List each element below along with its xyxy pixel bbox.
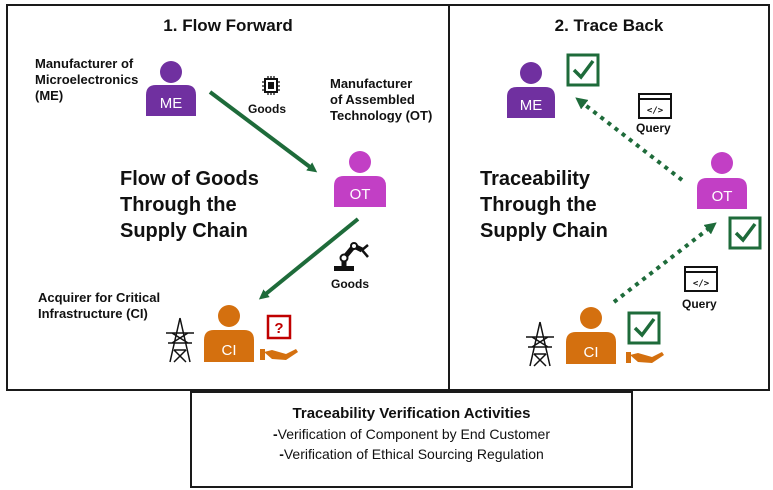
arrow-query-ot-to-me xyxy=(575,97,684,182)
goods-label-1: Goods xyxy=(248,102,286,116)
trace-heading-line2: Through the xyxy=(480,194,597,216)
code-window-icon: </> xyxy=(638,93,672,119)
ot-desc-line1: Manufacturer xyxy=(330,76,413,91)
check-box-icon-ot xyxy=(728,216,762,250)
ci-badge-text-trace: CI xyxy=(584,344,599,361)
hand-icon xyxy=(260,349,298,360)
ot-desc-line2: of Assembled xyxy=(330,92,415,107)
ot-person-icon: OT xyxy=(334,151,386,207)
activity-item-text: Verification of Ethical Sourcing Regulat… xyxy=(283,446,544,462)
me-desc-line3: (ME) xyxy=(35,88,64,103)
flow-heading-line3: Supply Chain xyxy=(120,220,248,242)
activities-title: Traceability Verification Activities xyxy=(292,405,531,422)
power-tower-icon xyxy=(166,317,194,363)
activity-item: -Verification of Ethical Sourcing Regula… xyxy=(279,446,544,462)
ci-desc-line1: Acquirer for Critical xyxy=(38,290,161,305)
trace-back-title: 2. Trace Back xyxy=(554,16,664,35)
me-person-icon-trace: ME xyxy=(507,62,555,118)
ot-description: Manufacturer of Assembled Technology (OT… xyxy=(330,76,432,124)
trace-heading-line1: Traceability xyxy=(480,168,591,190)
question-box-icon: ? xyxy=(266,314,292,340)
me-desc-line1: Manufacturer of xyxy=(35,56,134,71)
trace-heading: Traceability Through the Supply Chain xyxy=(480,166,608,244)
verification-activities-box: Traceability Verification Activities -Ve… xyxy=(190,391,633,488)
trace-back-panel: 2. Trace Back xyxy=(448,4,770,391)
flow-forward-title: 1. Flow Forward xyxy=(163,16,293,35)
svg-text:</>: </> xyxy=(693,279,710,289)
query-label-2: Query xyxy=(682,297,717,311)
activity-item: -Verification of Component by End Custom… xyxy=(272,426,551,442)
svg-text:</>: </> xyxy=(647,106,664,116)
ci-desc-line2: Infrastructure (CI) xyxy=(38,306,148,321)
me-badge-text: ME xyxy=(160,95,183,112)
microchip-icon xyxy=(262,76,280,95)
code-window-icon-2: </> xyxy=(684,266,718,292)
ci-description: Acquirer for Critical Infrastructure (CI… xyxy=(38,290,160,322)
power-tower-icon-trace xyxy=(526,321,554,367)
flow-heading-line2: Through the xyxy=(120,194,237,216)
check-box-icon-ci xyxy=(627,311,661,345)
me-description: Manufacturer of Microelectronics (ME) xyxy=(35,56,138,104)
ot-badge-text-trace: OT xyxy=(712,188,733,205)
flow-heading-line1: Flow of Goods xyxy=(120,168,259,190)
ot-badge-text: OT xyxy=(350,186,371,203)
query-label-1: Query xyxy=(636,121,671,135)
check-box-icon-me xyxy=(566,53,600,87)
flow-heading: Flow of Goods Through the Supply Chain xyxy=(120,166,259,244)
arrow-query-ci-to-ot xyxy=(612,222,717,304)
ci-person-icon: CI xyxy=(204,305,254,362)
hand-icon-trace xyxy=(626,352,664,363)
activity-item-text: Verification of Component by End Custome… xyxy=(277,426,551,442)
me-person-icon: ME xyxy=(146,61,196,116)
me-badge-text-trace: ME xyxy=(520,97,543,114)
ot-person-icon-trace: OT xyxy=(697,152,747,209)
me-desc-line2: Microelectronics xyxy=(35,72,139,87)
goods-label-2: Goods xyxy=(331,277,369,291)
question-mark-text: ? xyxy=(274,320,283,337)
ci-person-icon-trace: CI xyxy=(566,307,616,364)
ci-badge-text: CI xyxy=(222,342,237,359)
arrow-me-to-ot xyxy=(208,90,318,173)
robot-arm-icon xyxy=(334,242,369,271)
arrow-ot-to-ci xyxy=(258,217,360,300)
trace-heading-line3: Supply Chain xyxy=(480,220,608,242)
ot-desc-line3: Technology (OT) xyxy=(330,108,433,123)
